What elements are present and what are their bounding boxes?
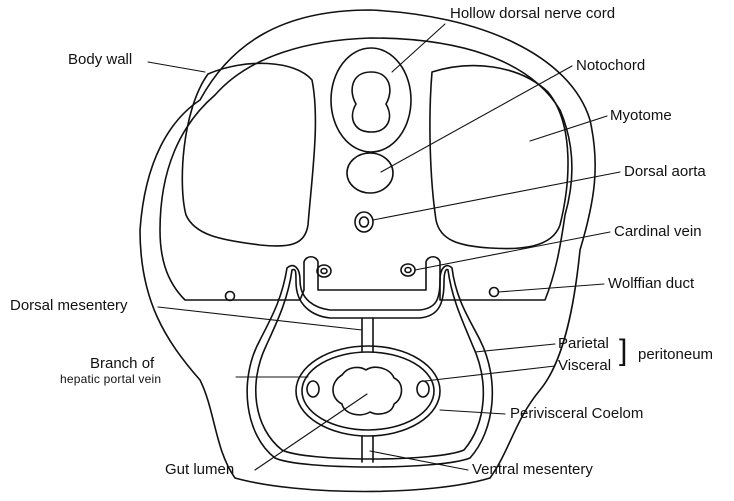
hepatic-portal-vein-right — [417, 381, 429, 397]
notochord-shape — [347, 153, 393, 193]
label-hepatic-portal-vein: hepatic portal vein — [60, 371, 161, 387]
label-wolffian-duct: Wolffian duct — [608, 276, 694, 292]
gut-wall-inner — [302, 352, 434, 430]
label-peritoneum: peritoneum — [638, 347, 713, 363]
label-visceral: Visceral — [558, 358, 611, 374]
peritoneum-bracket: ] — [619, 336, 627, 366]
label-branch-of: Branch of — [90, 356, 154, 372]
label-ventral-mesentery: Ventral mesentery — [472, 462, 593, 478]
body-wall-inner-outline — [160, 38, 572, 300]
label-cardinal-vein: Cardinal vein — [614, 224, 702, 240]
gut-wall-outer — [296, 346, 440, 436]
label-dorsal-aorta: Dorsal aorta — [624, 164, 706, 180]
myotome-left — [182, 63, 315, 246]
label-perivisceral-coelom: Perivisceral Coelom — [510, 406, 643, 422]
wolffian-duct-right — [490, 288, 499, 297]
label-notochord: Notochord — [576, 58, 645, 74]
label-body-wall: Body wall — [68, 52, 132, 68]
hepatic-portal-vein-left — [307, 381, 319, 397]
dorsal-aorta-shape — [355, 212, 373, 232]
wolffian-duct-left — [226, 292, 235, 301]
label-parietal: Parietal — [558, 336, 609, 352]
nerve-cord — [331, 48, 411, 152]
label-hollow-dorsal-nerve-cord: Hollow dorsal nerve cord — [450, 6, 615, 22]
cardinal-vein-left — [317, 265, 331, 277]
label-dorsal-mesentery: Dorsal mesentery — [10, 298, 128, 314]
label-myotome: Myotome — [610, 108, 672, 124]
cardinal-vein-right — [401, 264, 415, 276]
coelom-outer — [247, 266, 492, 467]
nerve-cord-lumen — [352, 72, 390, 132]
label-gut-lumen: Gut lumen — [165, 462, 234, 478]
gut-lumen-shape — [333, 367, 402, 415]
